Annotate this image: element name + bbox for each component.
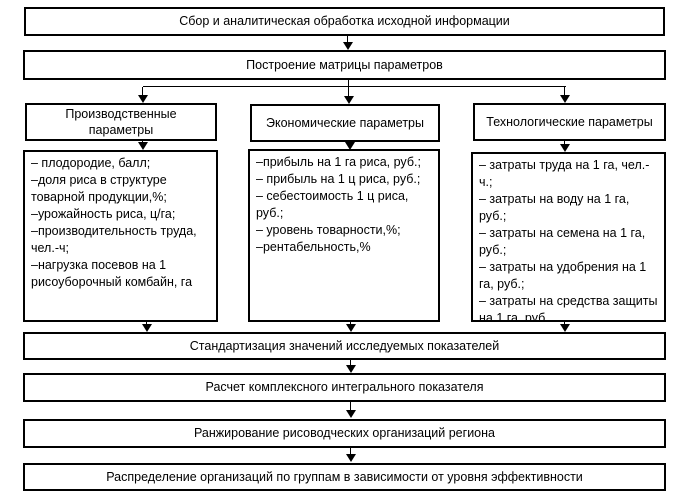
flow-step-distribution-label: Распределение организаций по группам в з… bbox=[106, 469, 583, 484]
arrow-down-icon bbox=[346, 360, 356, 373]
list-item: – уровень товарности,%; bbox=[256, 223, 401, 237]
flow-step-standardization: Стандартизация значений исследуемых пока… bbox=[23, 332, 666, 360]
arrow-down-icon bbox=[343, 36, 353, 50]
arrow-down-icon bbox=[142, 322, 152, 332]
list-item: – прибыль на 1 ц риса, руб.; bbox=[256, 172, 421, 186]
list-item: –производительность труда, чел.-ч; bbox=[31, 224, 197, 255]
list-item: – затраты на удобрения на 1 га, руб.; bbox=[479, 260, 647, 291]
column-header-production: Производственные параметры bbox=[25, 103, 217, 141]
arrow-down-icon bbox=[346, 322, 356, 332]
list-item: –прибыль на 1 га риса, руб.; bbox=[256, 155, 421, 169]
arrow-down-icon bbox=[560, 87, 570, 103]
technological-parameters-list: – затраты труда на 1 га, чел.-ч.; – затр… bbox=[471, 152, 666, 322]
arrow-down-icon bbox=[560, 322, 570, 332]
branch-horizontal-line bbox=[143, 86, 566, 88]
production-parameters-list: – плодородие, балл; –доля риса в структу… bbox=[23, 150, 218, 322]
flow-step-build-matrix-label: Построение матрицы параметров bbox=[246, 57, 443, 72]
list-item: – затраты на воду на 1 га, руб.; bbox=[479, 192, 630, 223]
flow-step-collect-info-label: Сбор и аналитическая обработка исходной … bbox=[179, 14, 510, 28]
flow-step-ranking: Ранжирование рисоводческих организаций р… bbox=[23, 419, 666, 448]
flow-step-ranking-label: Ранжирование рисоводческих организаций р… bbox=[194, 426, 495, 440]
branch-stub-line bbox=[348, 80, 350, 87]
flow-step-integral-indicator: Расчет комплексного интегрального показа… bbox=[23, 373, 666, 402]
column-header-production-label: Производственные параметры bbox=[65, 106, 177, 137]
arrow-down-icon bbox=[138, 87, 148, 103]
list-item: –рентабельность,% bbox=[256, 240, 371, 254]
list-item: – затраты на средства защиты на 1 га, ру… bbox=[479, 294, 658, 322]
list-item: – затраты труда на 1 га, чел.-ч.; bbox=[479, 158, 650, 189]
column-header-economic: Экономические параметры bbox=[250, 104, 440, 142]
column-header-technological: Технологические параметры bbox=[473, 103, 666, 141]
flow-step-standardization-label: Стандартизация значений исследуемых пока… bbox=[189, 338, 500, 353]
column-header-economic-label: Экономические параметры bbox=[266, 115, 424, 130]
list-item: –урожайность риса, ц/га; bbox=[31, 207, 176, 221]
list-item: –нагрузка посевов на 1 рисоуборочный ком… bbox=[31, 258, 193, 289]
arrow-down-icon bbox=[346, 448, 356, 462]
flow-step-distribution: Распределение организаций по группам в з… bbox=[23, 463, 666, 491]
list-item: – себестоимость 1 ц риса, руб.; bbox=[256, 189, 409, 220]
arrow-down-icon bbox=[345, 142, 355, 150]
column-header-technological-label: Технологические параметры bbox=[486, 114, 653, 129]
economic-parameters-list: –прибыль на 1 га риса, руб.; – прибыль н… bbox=[248, 149, 440, 322]
flow-step-build-matrix: Построение матрицы параметров bbox=[23, 50, 666, 80]
list-item: – плодородие, балл; bbox=[31, 156, 151, 170]
flow-step-integral-indicator-label: Расчет комплексного интегрального показа… bbox=[205, 380, 484, 394]
flow-step-collect-info: Сбор и аналитическая обработка исходной … bbox=[24, 7, 665, 36]
list-item: –доля риса в структуре товарной продукци… bbox=[31, 173, 167, 204]
list-item: – затраты на семена на 1 га, руб.; bbox=[479, 226, 646, 257]
arrow-down-icon bbox=[346, 402, 356, 418]
arrow-down-icon bbox=[344, 87, 354, 104]
arrow-down-icon bbox=[560, 141, 570, 152]
arrow-down-icon bbox=[138, 141, 148, 150]
